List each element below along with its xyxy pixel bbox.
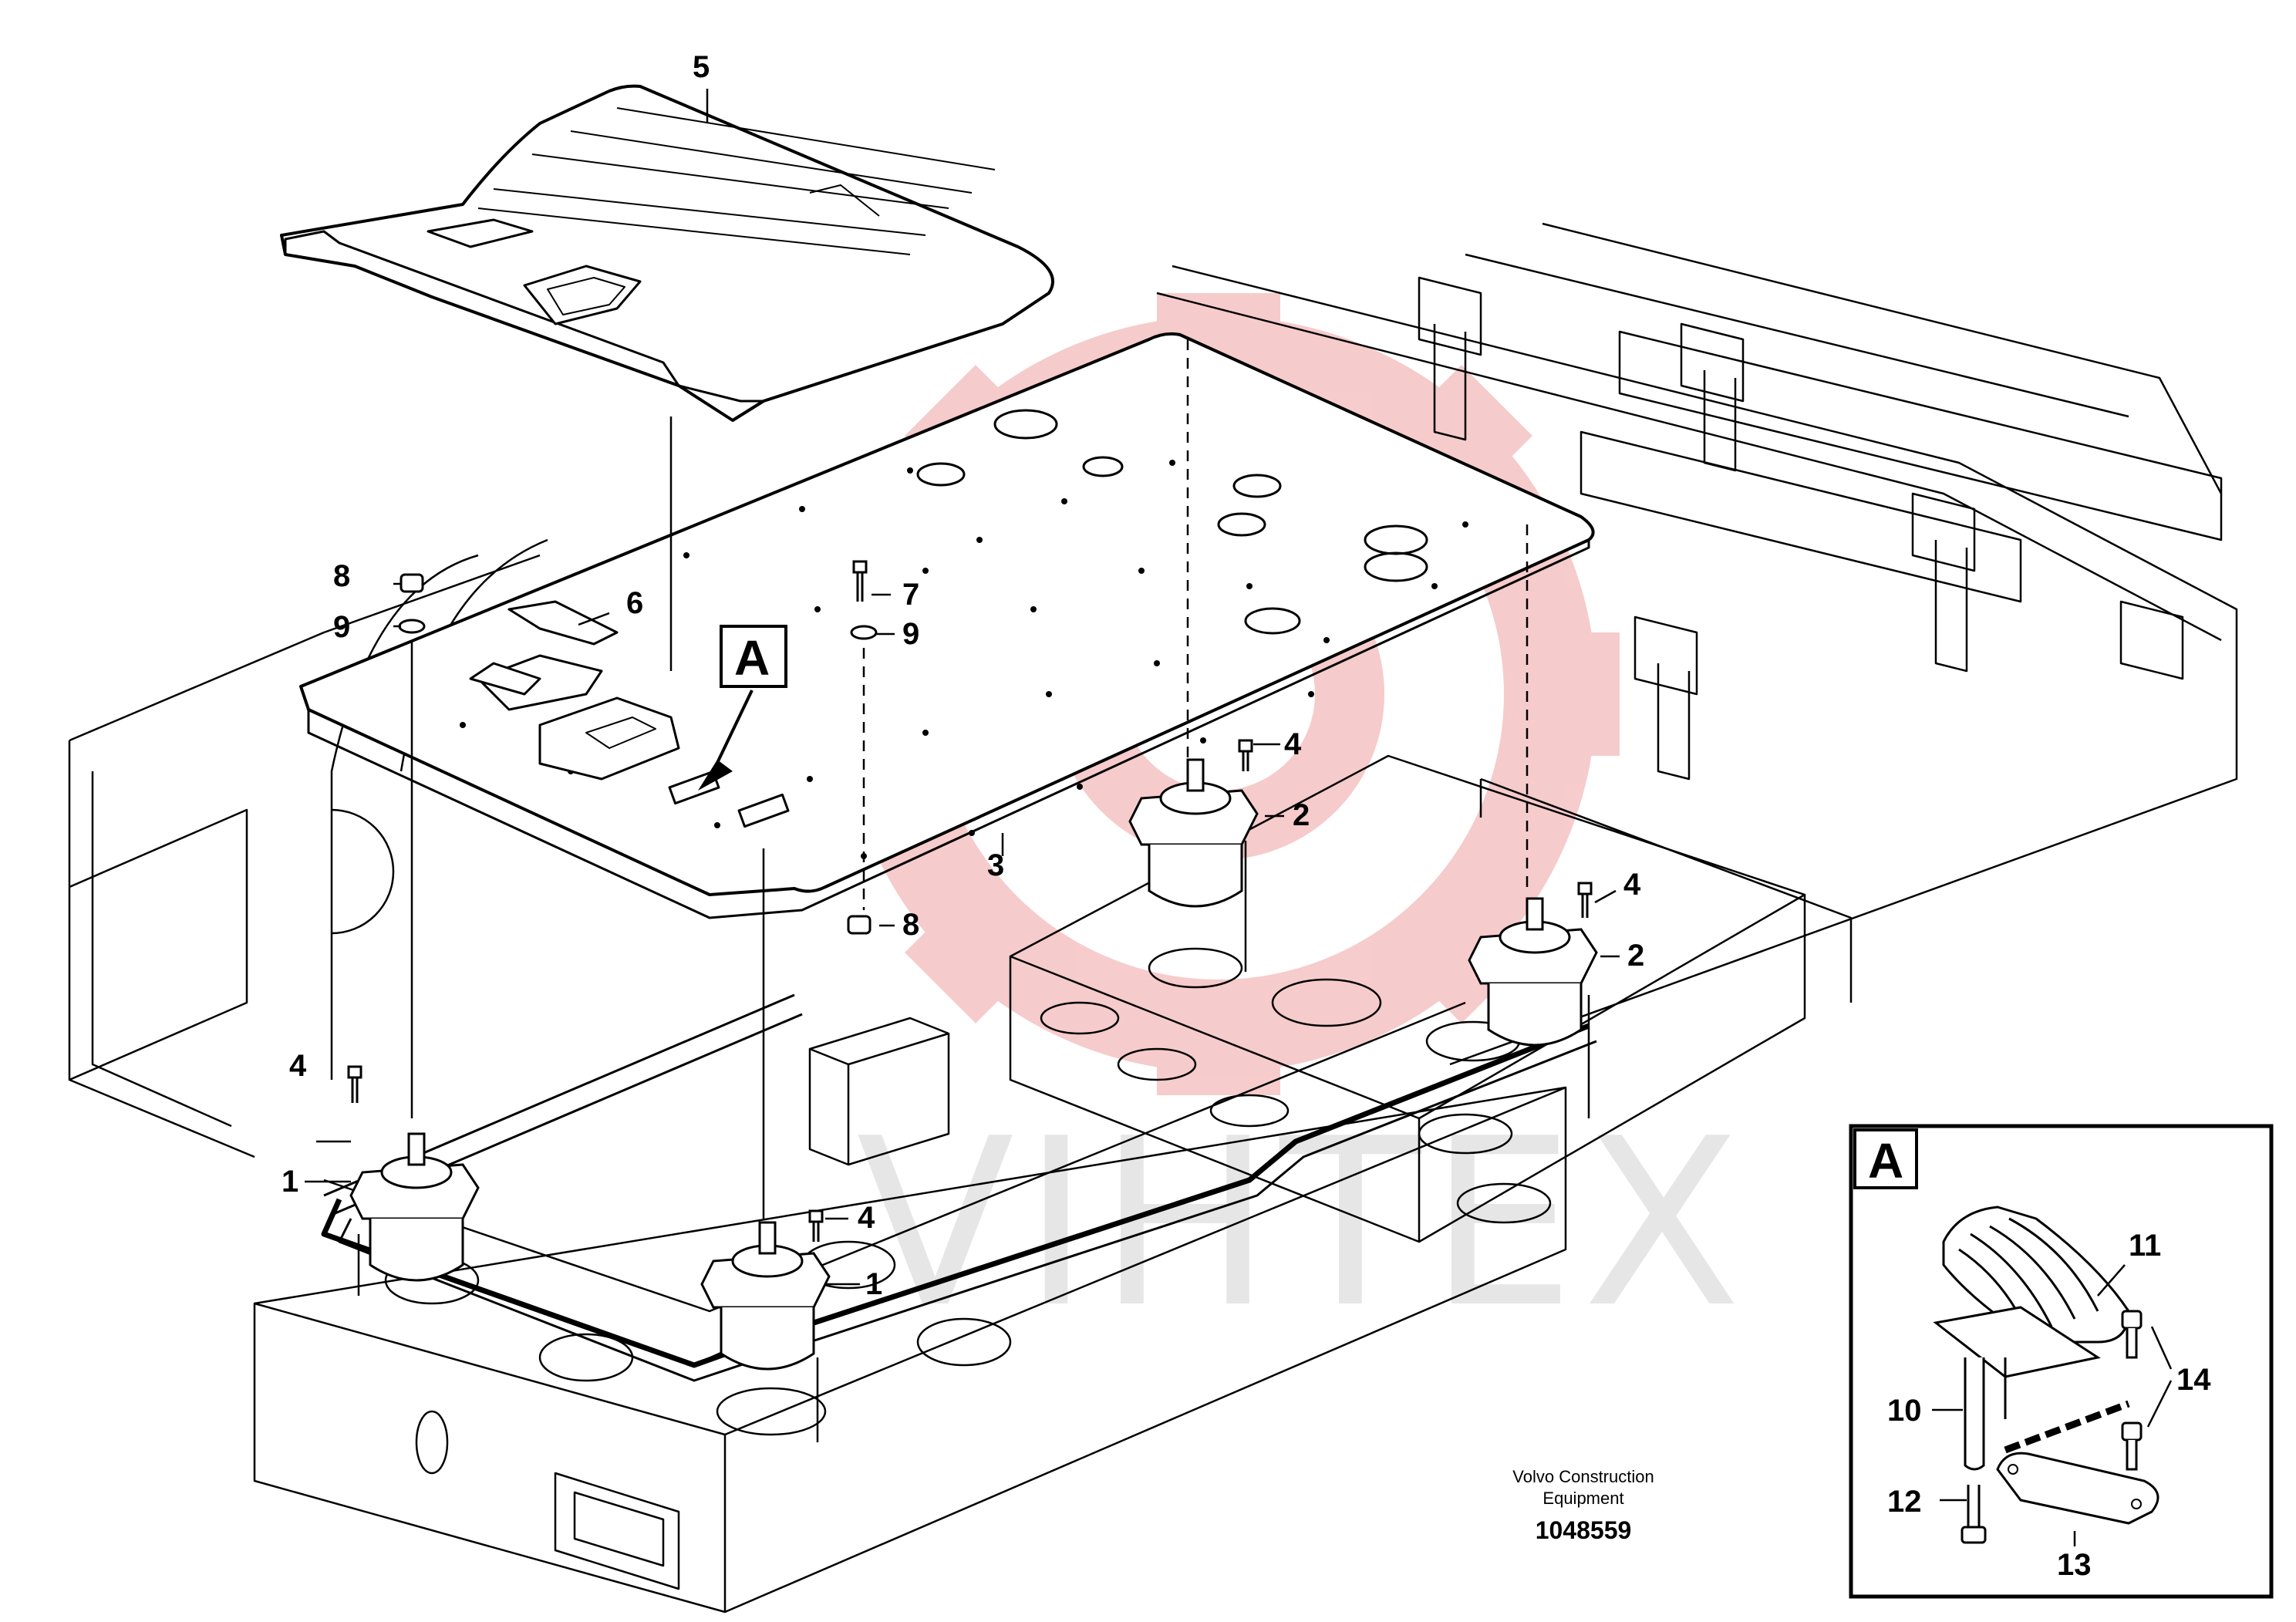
leader-lines — [305, 89, 1620, 1286]
callout-1-center: 1 — [865, 1267, 882, 1301]
callout-8-upper: 8 — [333, 559, 350, 593]
callout-5: 5 — [693, 50, 710, 84]
watermark-text: VIHTEX — [856, 1089, 1749, 1358]
callout-9-right: 9 — [902, 617, 919, 651]
caption-manufacturer: Volvo Construction — [1512, 1467, 1654, 1486]
callout-6: 6 — [626, 586, 643, 620]
callout-8-lower: 8 — [902, 908, 919, 942]
view-marker-a: A — [720, 625, 787, 688]
caption-equipment: Equipment — [1542, 1489, 1623, 1508]
hardware-fasteners — [347, 560, 1593, 1242]
callout-7: 7 — [902, 578, 919, 612]
callout-3: 3 — [987, 848, 1004, 882]
alignment-lines — [357, 339, 1590, 1442]
rubber-mount-right — [1468, 897, 1598, 1047]
callout-labels: 5 8 9 6 7 9 8 3 4 2 4 2 4 1 4 1 — [282, 50, 1644, 1301]
callout-13: 13 — [2057, 1548, 2092, 1582]
view-marker-arrow — [698, 690, 754, 791]
callout-4-right: 4 — [1623, 868, 1641, 902]
callout-2-right: 2 — [1627, 939, 1644, 973]
drawing-caption: Volvo Construction Equipment 1048559 — [1512, 1467, 1654, 1544]
rubber-mount-left — [349, 1132, 480, 1282]
floor-plate-part-3 — [299, 332, 1595, 919]
callout-12: 12 — [1887, 1485, 1922, 1519]
view-marker-label: A — [734, 630, 770, 686]
callout-1-left: 1 — [282, 1165, 298, 1199]
callout-9-left: 9 — [333, 610, 350, 644]
callout-11: 11 — [2129, 1229, 2161, 1263]
callout-10: 10 — [1887, 1394, 1922, 1428]
bolt-part-12 — [1961, 1485, 1987, 1544]
detail-view-label: A — [1868, 1133, 1903, 1189]
callout-4-back: 4 — [1284, 727, 1302, 761]
callout-14: 14 — [2176, 1363, 2211, 1397]
rubber-mount-back — [1128, 758, 1259, 908]
rod-part-10 — [1964, 1357, 1985, 1471]
bolts-part-14 — [2121, 1310, 2143, 1471]
mount-plate-part-13 — [1996, 1452, 2159, 1525]
callout-4-center: 4 — [858, 1201, 875, 1235]
document-number: 1048559 — [1536, 1516, 1632, 1544]
pedal-plate-part-6 — [469, 600, 619, 696]
callout-2-back: 2 — [1293, 798, 1310, 832]
detail-view-a: A — [1849, 1124, 2274, 1599]
floor-mat-part-5 — [280, 84, 1054, 422]
callout-4-left: 4 — [289, 1049, 307, 1083]
frame-structure — [68, 222, 2238, 1614]
rubber-mount-center — [700, 1221, 831, 1371]
